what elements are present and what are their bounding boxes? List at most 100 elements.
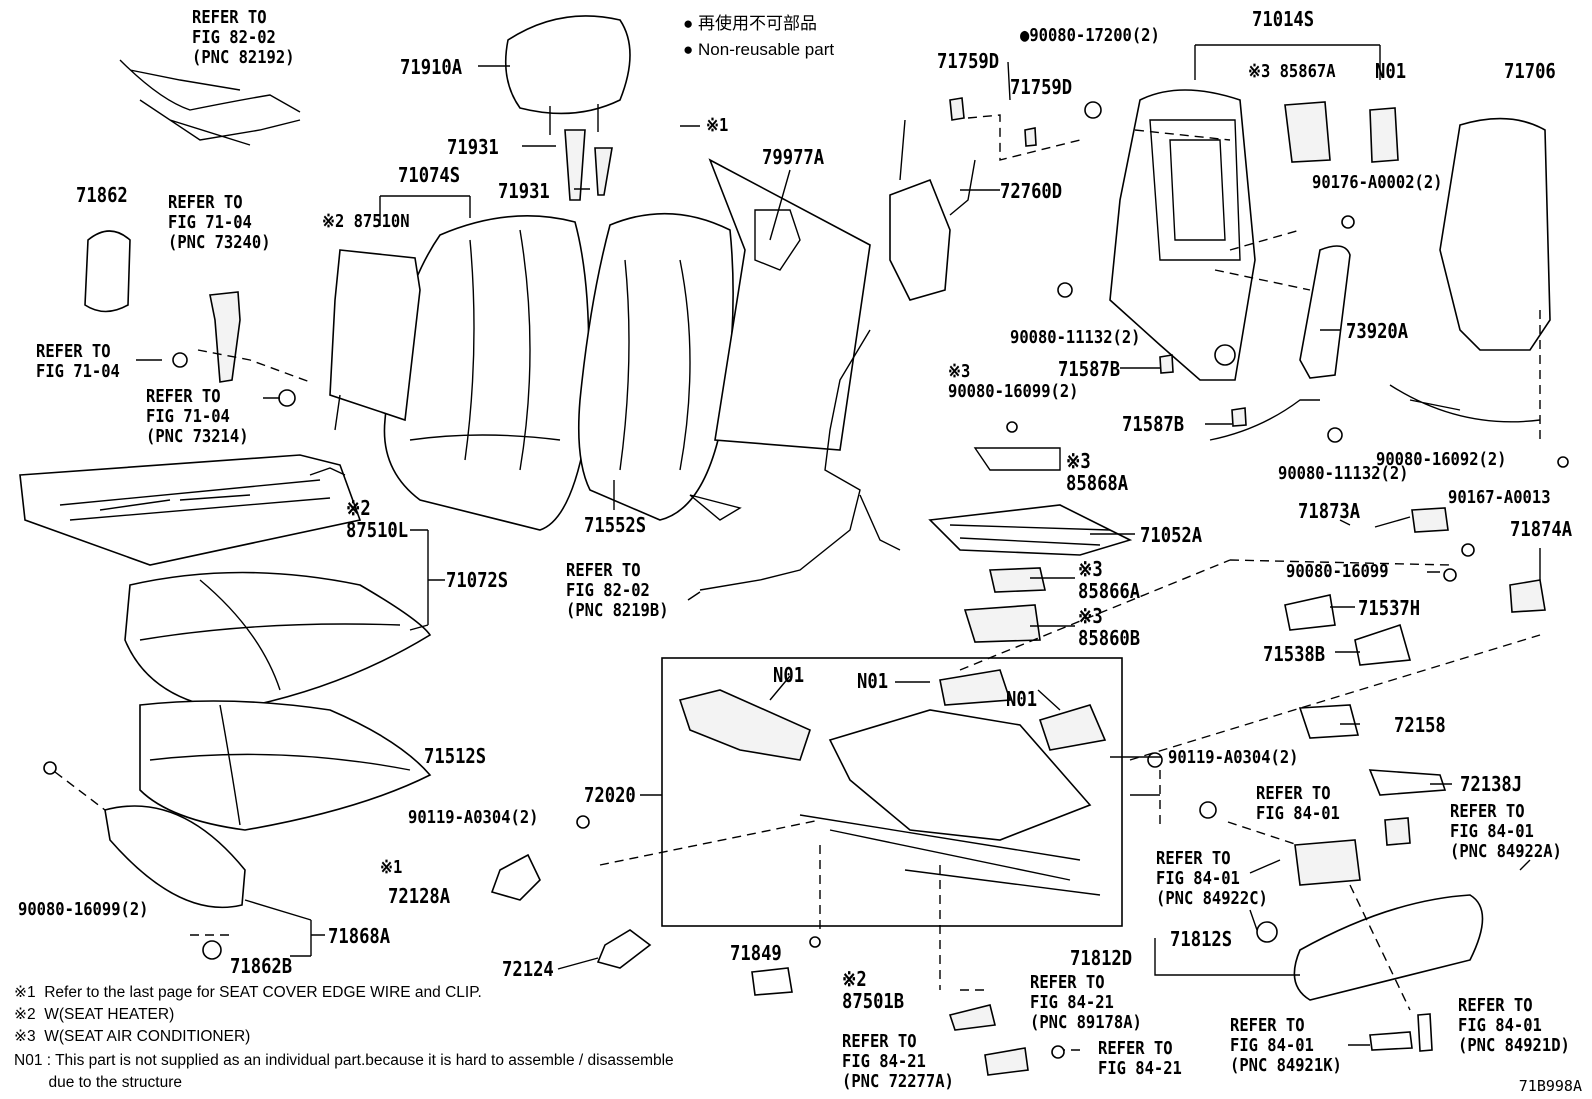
callout-71868a: 71868A [328, 924, 391, 948]
72158-drawing [1298, 704, 1360, 739]
headrest-drawing [504, 15, 631, 115]
callout-ref-84-21-72277a: REFER TO FIG 84-21 (PNC 72277A) [842, 1031, 954, 1092]
seatback-frame-drawing [1109, 89, 1256, 381]
seatback-back-cover-drawing [1439, 117, 1551, 351]
callout-ref-84-21-b: REFER TO FIG 84-21 [1098, 1038, 1182, 1079]
callout-85867a: ※3 85867A [1248, 61, 1336, 82]
callout-n01-top: N01 [1375, 59, 1407, 83]
callout-71759d-a: 71759D [937, 49, 1000, 73]
seat-cushion-cover-drawing [139, 700, 432, 831]
callout-90119-a0304-a: 90119-A0304(2) [1168, 747, 1299, 768]
callout-ref-84-01-a: REFER TO FIG 84-01 [1256, 783, 1340, 824]
callout-n01-a: N01 [773, 663, 805, 687]
side-shield-71812d-drawing [1293, 894, 1484, 1001]
71862-cover-drawing [84, 230, 131, 313]
84921d-drawing [1417, 1013, 1433, 1052]
callout-90080-16092: 90080-16092(2) [1376, 449, 1507, 470]
callout-90119-a0304-b: 90119-A0304(2) [408, 807, 539, 828]
71868a-cover-drawing [104, 805, 246, 909]
callout-87510n: ※2 87510N [322, 211, 410, 232]
note-n01-line1: N01 : This part is not supplied as an in… [14, 1052, 674, 1069]
adjuster-frame-box [661, 657, 1123, 927]
72128a-drawing [490, 853, 541, 901]
blower-85867a-drawing [1284, 101, 1331, 163]
buckle-drawing [209, 291, 241, 383]
note-x3: ※3 W(SEAT AIR CONDITIONER) [14, 1028, 251, 1045]
note-x1: ※1 Refer to the last page for SEAT COVER… [14, 984, 482, 1001]
callout-71873a: 71873A [1298, 499, 1361, 523]
85866a-drawing [989, 567, 1046, 593]
87501b-drawing [751, 967, 793, 996]
callout-71512s: 71512S [424, 744, 487, 768]
callout-71812d: 71812D [1070, 946, 1133, 970]
callout-ref-84-01-84922c: REFER TO FIG 84-01 (PNC 84922C) [1156, 848, 1268, 909]
callout-71874a: 71874A [1510, 517, 1573, 541]
callout-71931-a: 71931 [447, 135, 499, 159]
legend-jp: ● 再使用不可部品 [683, 12, 817, 36]
callout-85860b: ※3 85860B [1078, 604, 1141, 650]
lumbar-support-drawing [889, 178, 951, 301]
callout-87510l: ※2 87510L [346, 496, 409, 542]
85868a-drawing [973, 447, 1061, 471]
legend-en-text: Non-reusable part [698, 40, 835, 59]
seat-adjuster-frame-drawing [828, 709, 1092, 841]
callout-72138j: 72138J [1460, 772, 1523, 796]
callout-71931-b: 71931 [498, 179, 550, 203]
callout-ref-84-01-84921k: REFER TO FIG 84-01 (PNC 84921K) [1230, 1015, 1342, 1076]
callout-71706: 71706 [1504, 59, 1556, 83]
72124-drawing [596, 929, 652, 969]
callout-71552s: 71552S [584, 513, 647, 537]
callout-87501b: ※2 87501B [842, 967, 905, 1013]
callout-71862: 71862 [76, 183, 128, 207]
84922c-drawing [1294, 839, 1361, 886]
84921k-drawing [1369, 1031, 1413, 1051]
72277a-drawing [984, 1047, 1029, 1076]
callout-71014s: 71014S [1252, 7, 1315, 31]
callout-n01-b: N01 [857, 669, 889, 693]
71873a-drawing [1411, 507, 1449, 533]
callout-90080-16099-c: 90080-16099(2) [18, 899, 149, 920]
callout-ref-82-02-8219b: REFER TO FIG 82-02 (PNC 8219B) [566, 560, 669, 621]
wire-harness-82192-drawing [119, 59, 301, 146]
callout-n01-c: N01 [1006, 687, 1038, 711]
callout-90080-11132-a: 90080-11132(2) [1010, 327, 1141, 348]
motor-n01-b-drawing [939, 669, 1012, 706]
callout-90080-17200: ●90080-17200(2) [1020, 25, 1160, 46]
legend-en: ● Non-reusable part [683, 38, 834, 62]
callout-71849: 71849 [730, 941, 782, 965]
callout-71812s: 71812S [1170, 927, 1233, 951]
72138j-drawing [1368, 769, 1447, 796]
callout-ref-84-01-84922a: REFER TO FIG 84-01 (PNC 84922A) [1450, 801, 1562, 862]
73920a-drawing [1299, 245, 1351, 379]
85860b-drawing [963, 604, 1041, 643]
callout-71910a: 71910A [400, 55, 463, 79]
callout-85868a: ※3 85868A [1066, 449, 1129, 495]
seatback-heater-drawing [329, 249, 421, 422]
callout-71537h: 71537H [1358, 596, 1421, 620]
figure-id: 71B998A [1518, 1077, 1582, 1095]
callout-ref-84-01-84921d: REFER TO FIG 84-01 (PNC 84921D) [1458, 995, 1570, 1056]
callout-ref-71-04-73240: REFER TO FIG 71-04 (PNC 73240) [168, 192, 271, 253]
headrest-guide-drawing [564, 129, 586, 201]
callout-72128a: 72128A [388, 884, 451, 908]
callout-71074s: 71074S [398, 163, 461, 187]
spring-71052a-drawing [928, 504, 1133, 556]
callout-71052a: 71052A [1140, 523, 1203, 547]
71537h-drawing [1284, 594, 1336, 631]
callout-ref-82-02-82192: REFER TO FIG 82-02 (PNC 82192) [192, 7, 295, 68]
seatback-pad-drawing [578, 212, 734, 521]
callout-79977a: 79977A [762, 145, 825, 169]
callout-72760d: 72760D [1000, 179, 1063, 203]
seat-cushion-pad-drawing [124, 571, 432, 711]
callout-90080-16099-b: 90080-16099 [1286, 561, 1389, 582]
callout-73920a: 73920A [1346, 319, 1409, 343]
callout-85866a: ※3 85866A [1078, 557, 1141, 603]
motor-n01-a-drawing [678, 689, 811, 761]
callout-x1-mid: ※1 [380, 857, 403, 878]
callout-ref-84-21-89178a: REFER TO FIG 84-21 (PNC 89178A) [1030, 972, 1142, 1033]
callout-ref-71-04-73214: REFER TO FIG 71-04 (PNC 73214) [146, 386, 249, 447]
callout-90080-11132-b: 90080-11132(2) [1278, 463, 1409, 484]
callout-71587b-a: 71587B [1058, 357, 1121, 381]
84922a-drawing [1384, 817, 1411, 846]
